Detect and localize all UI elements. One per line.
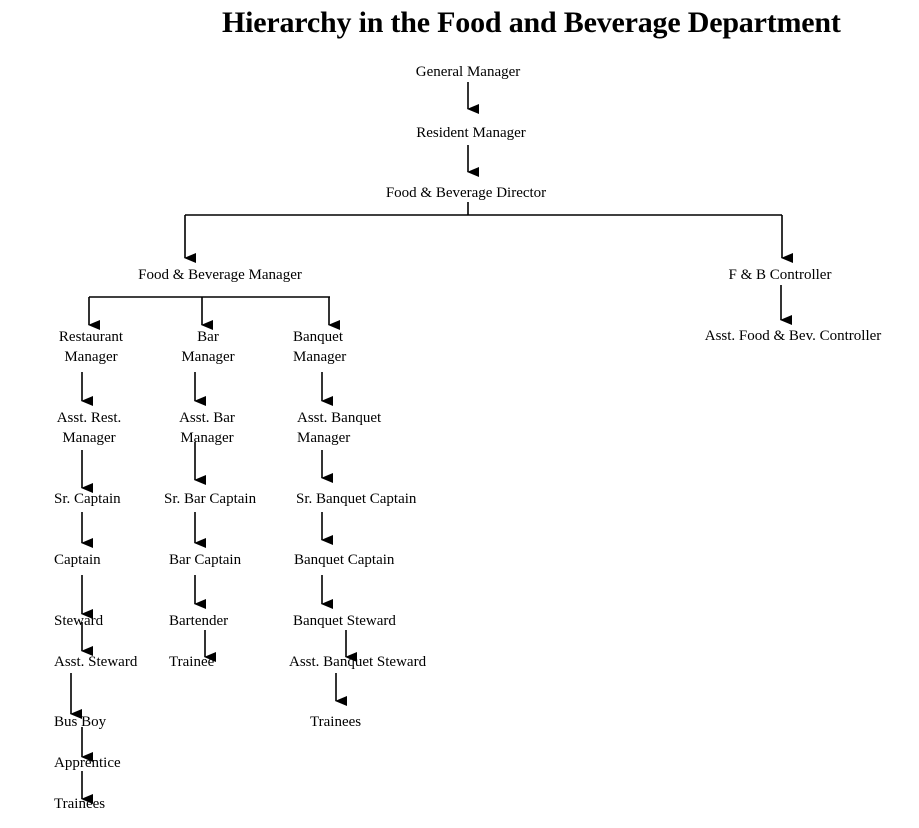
node-banquet-captain: Banquet Captain [294,552,395,568]
node-asst-steward: Asst. Steward [54,654,138,670]
node-asst-banquet-manager: Asst. Banquet Manager [297,410,382,446]
node-fb-director: Food & Beverage Director [385,185,547,201]
node-banquet-trainees: Trainees [310,714,362,730]
node-fb-controller: F & B Controller [728,267,832,283]
node-resident-manager: Resident Manager [416,125,526,141]
node-banquet-manager: Banquet Manager [293,329,347,365]
node-steward: Steward [54,613,104,629]
node-bartender: Bartender [169,613,229,629]
node-restaurant-trainees: Trainees [54,796,106,812]
node-sr-bar-captain: Sr. Bar Captain [164,491,257,507]
node-apprentice: Apprentice [54,755,121,771]
node-bus-boy: Bus Boy [54,714,107,730]
diagram-title: Hierarchy in the Food and Beverage Depar… [222,6,841,39]
node-captain: Captain [54,552,101,568]
node-restaurant-manager: Restaurant Manager [58,329,124,365]
node-bar-captain: Bar Captain [169,552,242,568]
node-asst-bar-manager: Asst. Bar Manager [179,410,235,446]
node-asst-fb-controller: Asst. Food & Bev. Controller [704,328,882,344]
node-bar-manager: Bar Manager [181,329,235,365]
node-asst-banquet-steward: Asst. Banquet Steward [289,654,427,670]
node-sr-captain: Sr. Captain [54,491,121,507]
node-general-manager: General Manager [415,64,521,80]
node-fb-manager: Food & Beverage Manager [138,267,302,283]
node-asst-rest-manager: Asst. Rest. Manager [56,410,122,446]
node-bar-trainee: Trainee [169,654,215,670]
node-banquet-steward: Banquet Steward [293,613,396,629]
node-sr-banquet-captain: Sr. Banquet Captain [296,491,417,507]
